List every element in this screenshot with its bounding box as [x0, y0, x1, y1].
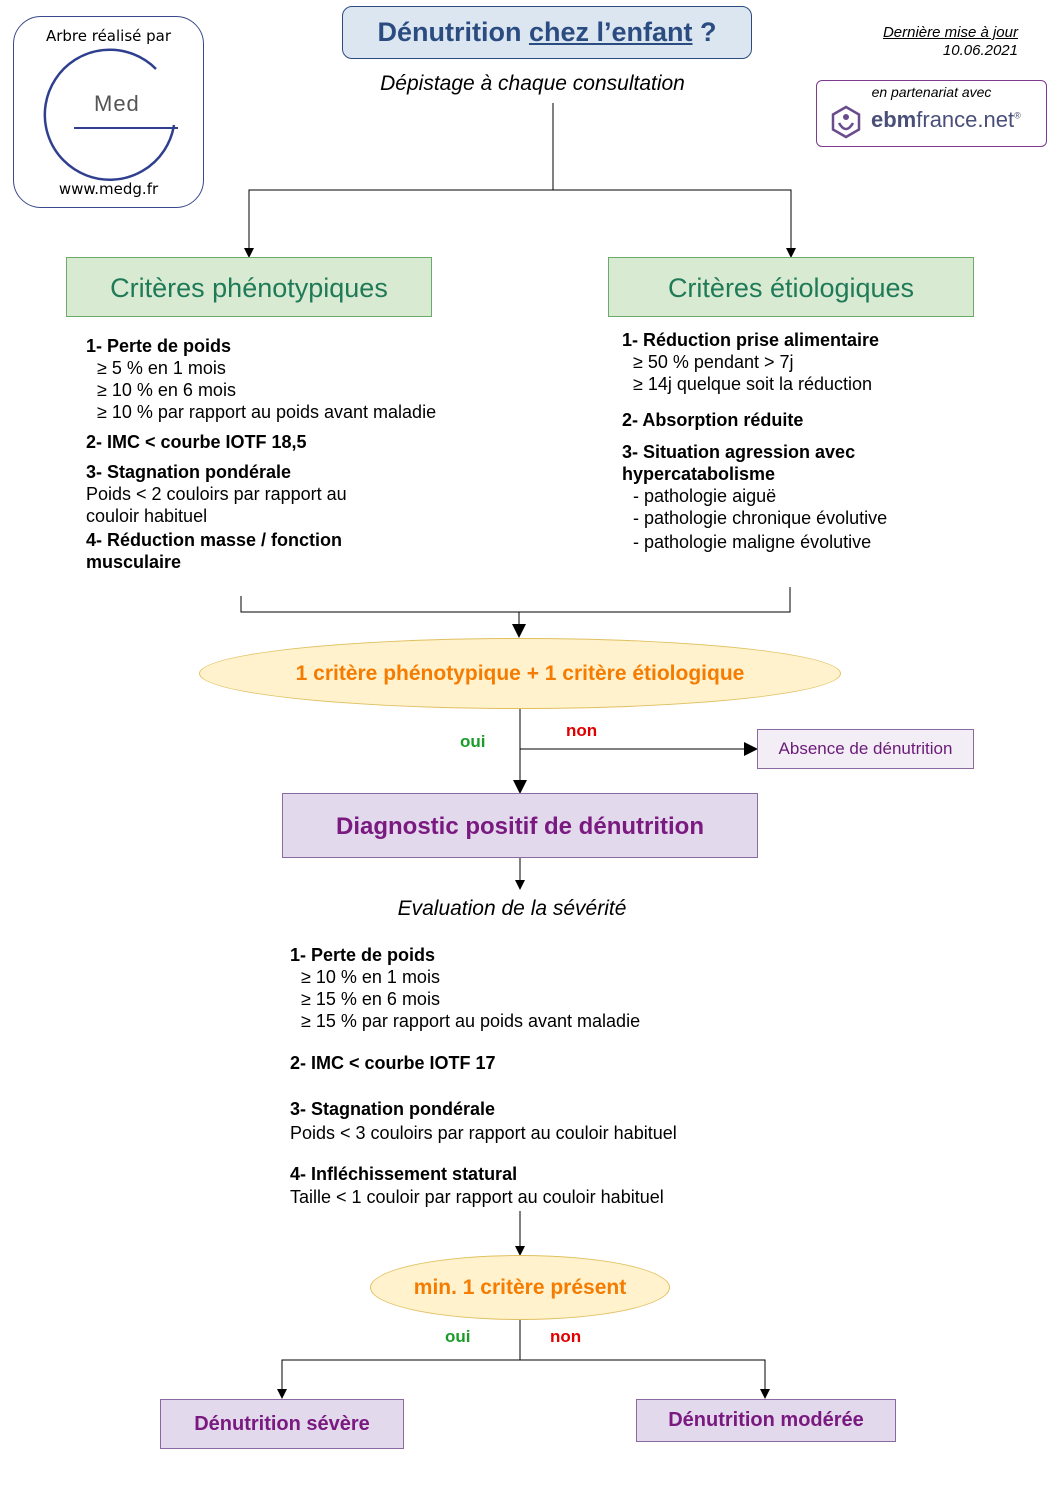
partner-name-rest: france.net: [916, 107, 1015, 132]
last-update-label: Dernière mise à jour: [882, 24, 1018, 41]
etio-c3-line: hypercatabolisme: [622, 464, 776, 484]
etio-c1-item: ≥ 14j quelque soit la réduction: [633, 374, 873, 394]
partner-reg-mark: ®: [1014, 110, 1021, 121]
etio-c1-title: 1- Réduction prise alimentaire: [622, 330, 880, 350]
sev-c3-title: 3- Stagnation pondérale: [290, 1099, 496, 1119]
etio-c1-item: ≥ 50 % pendant > 7j: [633, 352, 794, 372]
pheno-c1-item: ≥ 10 % en 6 mois: [97, 380, 236, 400]
last-update: Dernière mise à jour 10.06.2021: [883, 24, 1018, 60]
partner-name-bold: ebm: [871, 107, 917, 132]
etio-c3-item: - pathologie chronique évolutive: [633, 508, 888, 528]
page-title: Dénutrition chez l’enfant ?: [342, 6, 752, 59]
medg-logo: Arbre réalisé par Med www.medg.fr: [13, 16, 204, 208]
title-part-1: Dénutrition: [377, 17, 529, 47]
etiologic-criteria-list: 1- Réduction prise alimentaire ≥ 50 % pe…: [622, 329, 1042, 553]
ebmfrance-logo-icon: [831, 105, 861, 139]
pheno-c3-line: couloir habituel: [86, 506, 208, 526]
sev-c1-title: 1- Perte de poids: [290, 945, 436, 965]
partner-name: ebmfrance.net®: [871, 107, 1021, 133]
phenotypic-criteria-list: 1- Perte de poids ≥ 5 % en 1 mois ≥ 10 %…: [86, 335, 516, 573]
sev-c3-line: Poids < 3 couloirs par rapport au couloi…: [290, 1123, 677, 1143]
sev-c1-item: ≥ 10 % en 1 mois: [301, 967, 440, 987]
sev-c1-item: ≥ 15 % par rapport au poids avant maladi…: [301, 1011, 641, 1031]
moderate-malnutrition-result: Dénutrition modérée: [636, 1399, 896, 1442]
title-part-2: chez l’enfant: [528, 17, 693, 47]
etio-c3-item: - pathologie maligne évolutive: [633, 532, 872, 552]
sev-c1-item: ≥ 15 % en 6 mois: [301, 989, 440, 1009]
severity-evaluation-title: Evaluation de la sévérité: [397, 897, 627, 920]
partner-label: en partenariat avec: [871, 84, 992, 100]
etiologic-criteria-header: Critères étiologiques: [608, 257, 974, 317]
decision1-no-label: non: [566, 721, 598, 740]
pheno-c1-item: ≥ 10 % par rapport au poids avant maladi…: [97, 402, 437, 422]
decision2-no-label: non: [550, 1327, 582, 1346]
etio-c3-item: - pathologie aiguë: [633, 486, 777, 506]
decision-min-one-criterion: min. 1 critère présent: [370, 1255, 670, 1320]
sev-c2-title: 2- IMC < courbe IOTF 17: [290, 1053, 496, 1073]
logo-caption: Arbre réalisé par: [45, 27, 172, 45]
title-part-3: ?: [692, 17, 717, 47]
g-logo-icon: [43, 48, 178, 181]
sev-c4-title: 4- Infléchissement statural: [290, 1164, 518, 1184]
etio-c2-title: 2- Absorption réduite: [622, 410, 804, 430]
pheno-c1-title: 1- Perte de poids: [86, 336, 232, 356]
decision2-yes-label: oui: [445, 1327, 471, 1346]
decision-criteria-combination: 1 critère phénotypique + 1 critère étiol…: [199, 638, 841, 709]
pheno-c4-line: musculaire: [86, 552, 182, 572]
phenotypic-criteria-header: Critères phénotypiques: [66, 257, 432, 317]
last-update-date: 10.06.2021: [942, 42, 1018, 59]
screening-label: Dépistage à chaque consultation: [380, 72, 685, 95]
pheno-c4-line: 4- Réduction masse / fonction: [86, 530, 343, 550]
sev-c4-line: Taille < 1 couloir par rapport au couloi…: [290, 1187, 664, 1207]
logo-url: www.medg.fr: [58, 180, 159, 198]
etio-c3-line: 3- Situation agression avec: [622, 442, 856, 462]
severity-criteria-list: 1- Perte de poids ≥ 10 % en 1 mois ≥ 15 …: [290, 944, 810, 1208]
positive-diagnosis-box: Diagnostic positif de dénutrition: [282, 793, 758, 858]
no-malnutrition-result: Absence de dénutrition: [757, 729, 974, 769]
pheno-c2-title: 2- IMC < courbe IOTF 18,5: [86, 432, 307, 452]
severe-malnutrition-result: Dénutrition sévère: [160, 1399, 404, 1449]
logo-mark-text: Med: [94, 91, 140, 116]
partner-badge: en partenariat avec ebmfrance.net®: [816, 80, 1047, 147]
pheno-c3-line: Poids < 2 couloirs par rapport au: [86, 484, 347, 504]
decision1-yes-label: oui: [460, 732, 486, 751]
pheno-c1-item: ≥ 5 % en 1 mois: [97, 358, 226, 378]
pheno-c3-title: 3- Stagnation pondérale: [86, 462, 292, 482]
